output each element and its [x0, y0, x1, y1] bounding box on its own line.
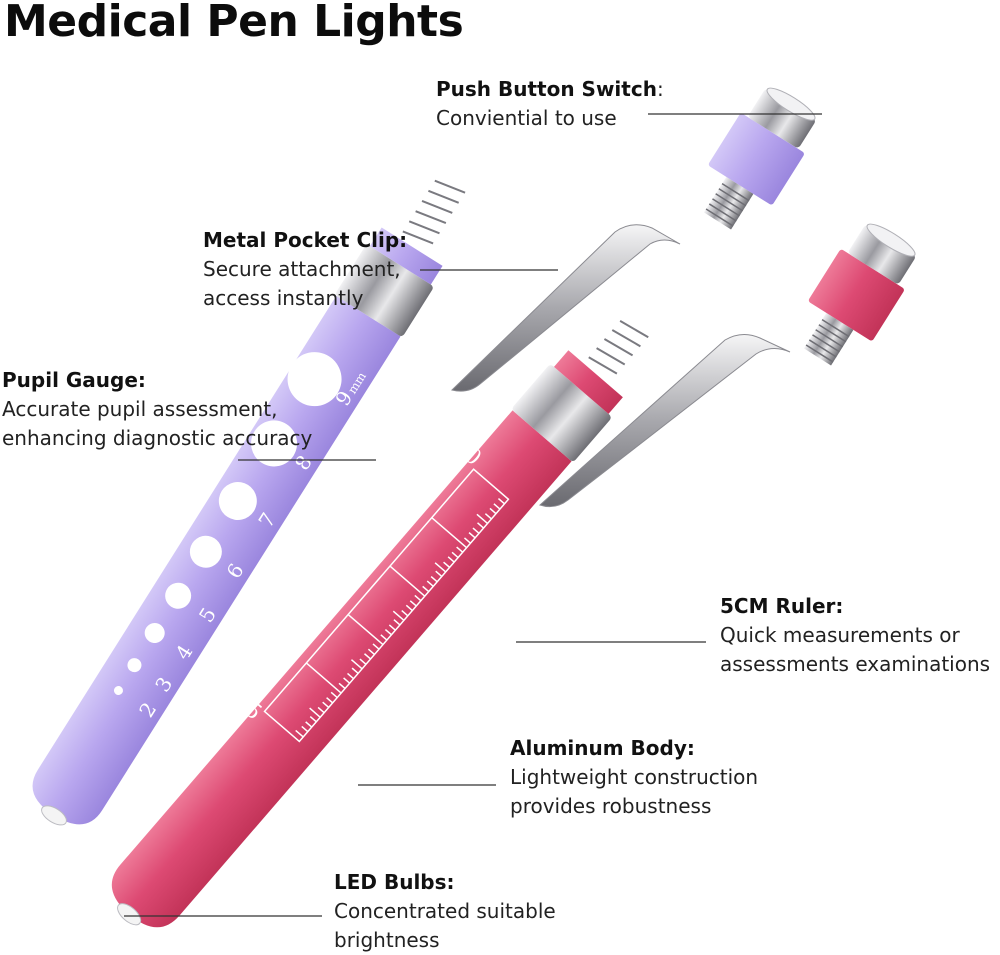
purple-pen: 2 3 4 5 6 7 8 9 mm	[32, 179, 466, 826]
callout-led-bulbs: LED Bulbs: Concentrated suitable brightn…	[334, 868, 556, 955]
callout-heading-colon: :	[656, 77, 664, 101]
callout-aluminum-body: Aluminum Body: Lightweight construction …	[510, 734, 758, 821]
pink-led-bulb-icon	[117, 903, 142, 926]
callout-heading: Push Button Switch	[436, 77, 657, 101]
callout-description: Quick measurements or assessments examin…	[720, 623, 991, 676]
purple-spring-icon	[402, 179, 466, 245]
callout-pupil-gauge: Pupil Gauge: Accurate pupil assessment, …	[2, 366, 312, 453]
callout-heading: Aluminum Body:	[510, 736, 695, 760]
callout-description: Conviential to use	[436, 106, 617, 130]
purple-push-button-cap	[703, 87, 816, 230]
callout-description: Secure attachment, access instantly	[203, 257, 401, 310]
callout-heading: Metal Pocket Clip:	[203, 228, 408, 252]
callout-leader-lines	[124, 113, 822, 917]
pink-pocket-clip	[539, 334, 791, 508]
callout-heading: Pupil Gauge:	[2, 368, 146, 392]
page-title: Medical Pen Lights	[4, 0, 464, 47]
ruler-scale	[263, 468, 510, 743]
callout-metal-pocket-clip: Metal Pocket Clip: Secure attachment, ac…	[203, 226, 407, 313]
purple-pocket-clip	[451, 224, 681, 392]
callout-description: Accurate pupil assessment, enhancing dia…	[2, 397, 313, 450]
callout-description: Concentrated suitable brightness	[334, 899, 556, 952]
callout-5cm-ruler: 5CM Ruler: Quick measurements or assessm…	[720, 592, 990, 679]
callout-description: Lightweight construction provides robust…	[510, 765, 759, 818]
pupil-gauge-circles	[113, 352, 342, 696]
pink-spring-icon	[588, 320, 649, 375]
pink-push-button-cap	[803, 223, 916, 366]
callout-heading: 5CM Ruler:	[720, 594, 844, 618]
purple-led-bulb-icon	[41, 805, 67, 826]
callout-heading: LED Bulbs:	[334, 870, 455, 894]
callout-push-button-switch: Push Button Switch: Conviential to use	[436, 75, 664, 133]
